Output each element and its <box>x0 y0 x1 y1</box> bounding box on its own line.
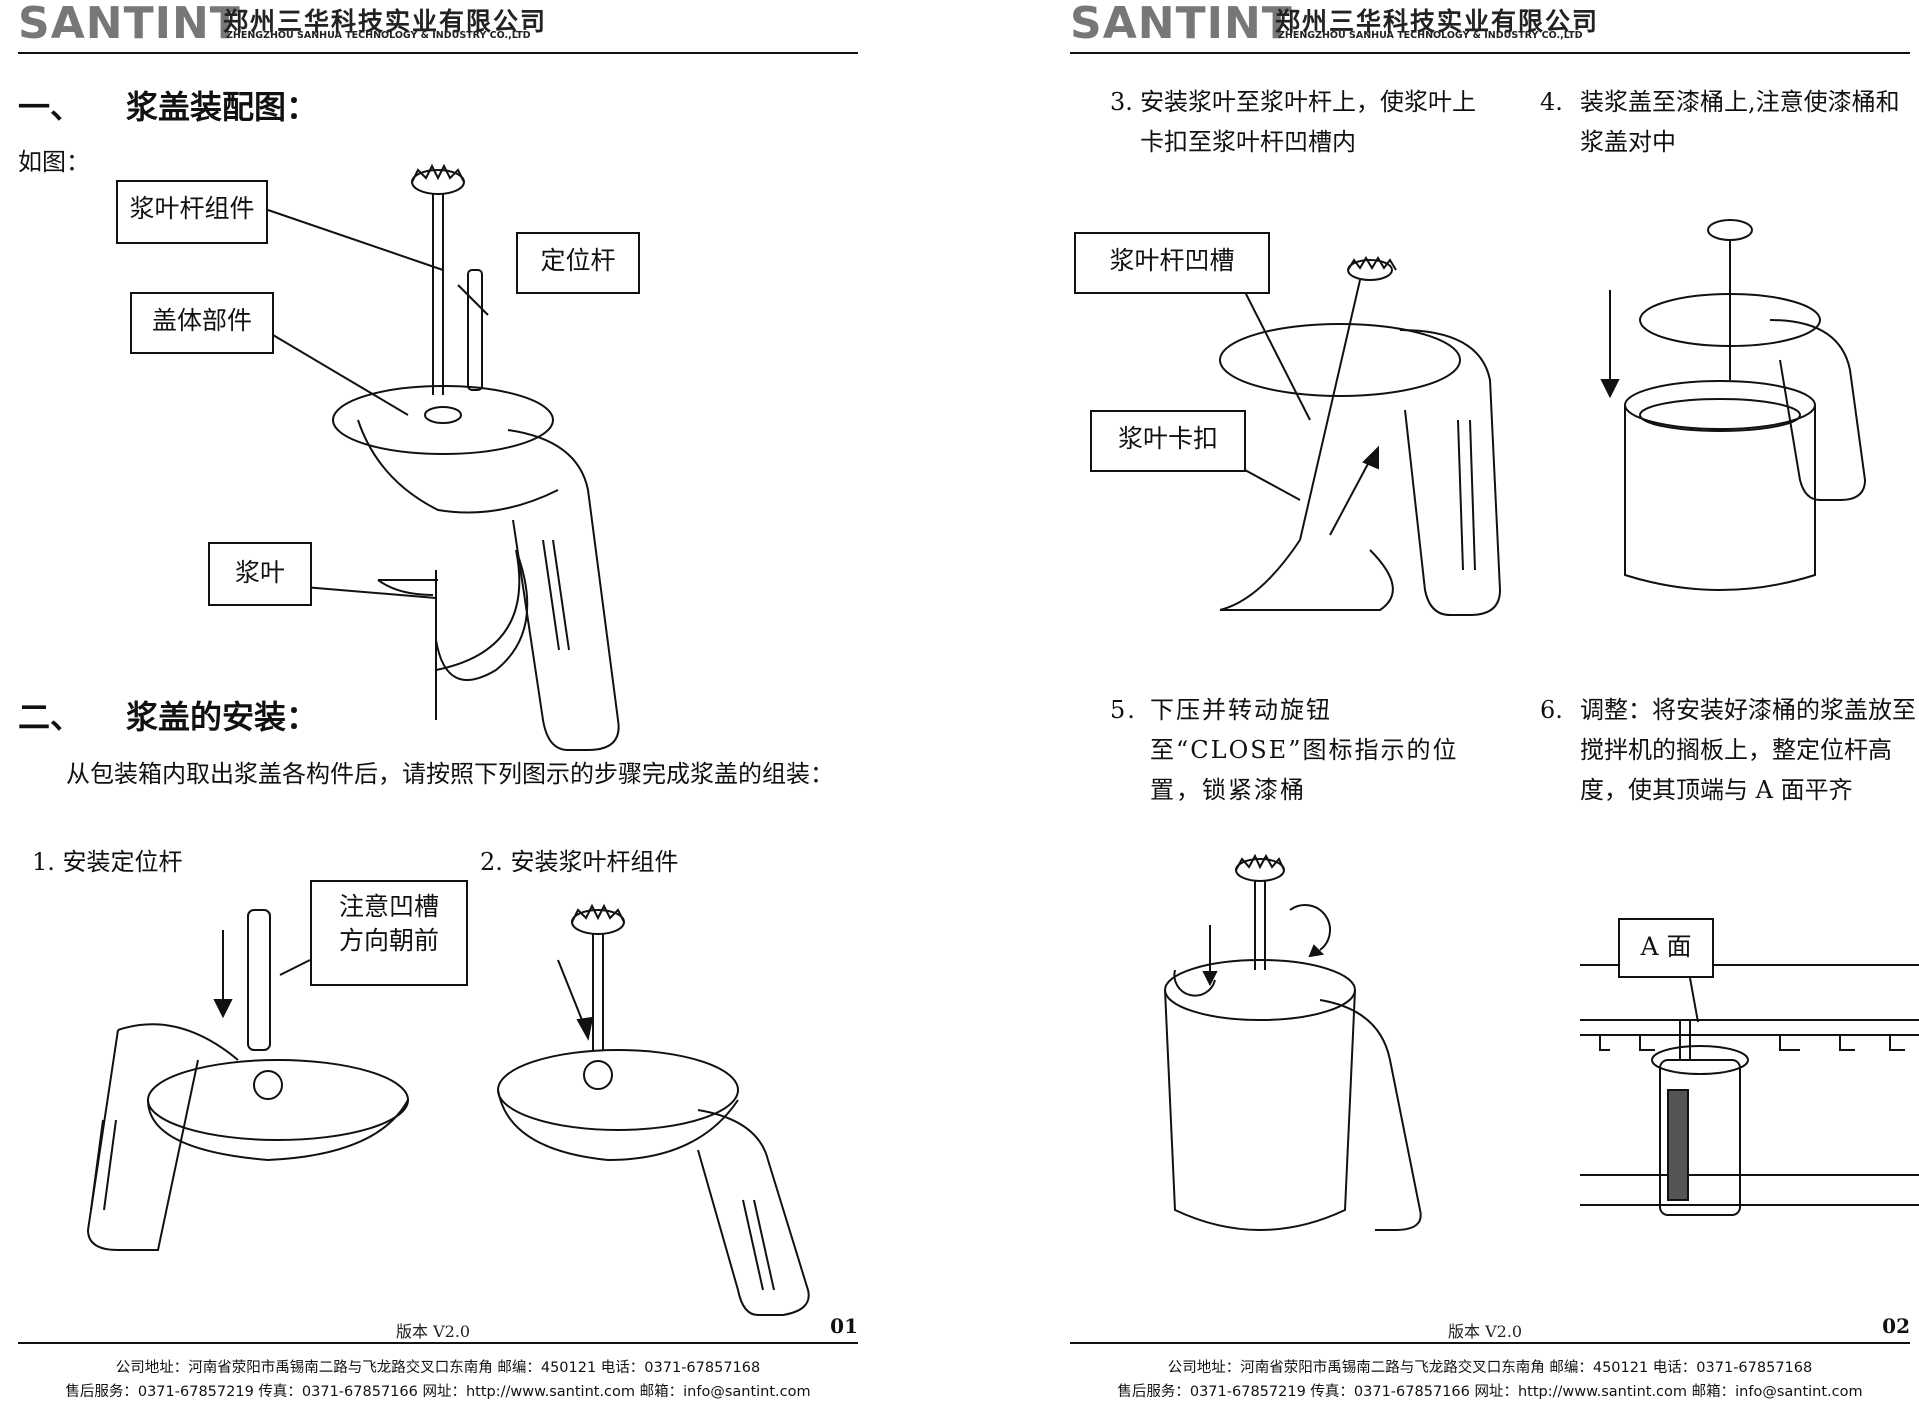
page-number: 02 <box>1882 1314 1910 1338</box>
groove-note-line1: 注意凹槽 <box>338 892 439 921</box>
company-name-cn: 郑州三华科技实业有限公司 <box>1275 7 1600 36</box>
version-label: 版本 V2.0 <box>396 1322 471 1341</box>
footer-address: 公司地址：河南省荥阳市禹锡南二路与飞龙路交叉口东南角 邮编：450121 电话：… <box>1167 1360 1813 1376</box>
page-header: SANTINT 郑州三华科技实业有限公司 ZHENGZHOU SANHUA TE… <box>18 0 858 54</box>
step3-number: 3. <box>1110 88 1133 116</box>
footer-rule <box>1070 1342 1910 1344</box>
step3-text: 3. 安装浆叶至浆叶杆上，使浆叶上卡扣至浆叶杆凹槽内 <box>1110 82 1480 162</box>
step6-illustration <box>1580 960 1919 1260</box>
company-name-en: ZHENGZHOU SANHUA TECHNOLOGY & INDUSTRY C… <box>1278 30 1583 41</box>
label-paddle: 浆叶 <box>208 542 312 606</box>
step5-illustration <box>1160 850 1490 1250</box>
positioning-rod <box>248 910 270 1050</box>
step5-description: 下压并转动旋钮至“CLOSE”图标指示的位置，锁紧漆桶 <box>1150 696 1459 804</box>
label-paddle-rod-assembly: 浆叶杆组件 <box>116 180 268 244</box>
section1-heading: 一、 浆盖装配图： <box>18 82 318 128</box>
section1-number: 一、 <box>18 88 83 126</box>
step1-title: 1. 安装定位杆 <box>32 848 183 876</box>
label-positioning-rod: 定位杆 <box>516 232 640 294</box>
step5-text: 5. 下压并转动旋钮至“CLOSE”图标指示的位置，锁紧漆桶 <box>1110 690 1490 810</box>
footer-service: 售后服务：0371-67857219 传真：0371-67857166 网址：h… <box>1117 1384 1863 1400</box>
step6-text: 6. 调整：将安装好漆桶的浆盖放至搅拌机的搁板上，整定位杆高度，使其顶端与 A … <box>1540 690 1919 810</box>
section2-title: 浆盖的安装： <box>126 698 319 736</box>
step3-description: 安装浆叶至浆叶杆上，使浆叶上卡扣至浆叶杆凹槽内 <box>1140 88 1476 156</box>
step6-description: 调整：将安装好漆桶的浆盖放至搅拌机的搁板上，整定位杆高度，使其顶端与 A 面平齐 <box>1580 696 1916 804</box>
step4-text: 4. 装浆盖至漆桶上,注意使漆桶和浆盖对中 <box>1540 82 1919 162</box>
santint-logo: SANTINT <box>18 0 241 49</box>
step4-illustration <box>1590 210 1890 600</box>
label-a-surface: A 面 <box>1618 918 1714 978</box>
section2-number: 二、 <box>18 698 83 736</box>
section1-title: 浆盖装配图： <box>126 88 319 126</box>
callout-leaders <box>18 0 888 700</box>
step1-illustration <box>78 900 418 1230</box>
label-lid-body: 盖体部件 <box>130 292 274 354</box>
section2-paragraph: 从包装箱内取出浆盖各构件后，请按照下列图示的步骤完成浆盖的组装： <box>66 760 834 788</box>
step3-illustration <box>1120 240 1540 620</box>
version-label: 版本 V2.0 <box>1448 1322 1523 1341</box>
footer-address: 公司地址：河南省荥阳市禹锡南二路与飞龙路交叉口东南角 邮编：450121 电话：… <box>115 1360 761 1376</box>
groove-note-line2: 方向朝前 <box>338 925 439 955</box>
footer-rule <box>18 1342 858 1344</box>
manual-page-02: SANTINT 郑州三华科技实业有限公司 ZHENGZHOU SANHUA TE… <box>1070 0 1919 1414</box>
section2-heading: 二、 浆盖的安装： <box>18 692 318 738</box>
section1-intro: 如图： <box>18 148 90 176</box>
footer-service: 售后服务：0371-67857219 传真：0371-67857166 网址：h… <box>65 1384 811 1400</box>
page-header: SANTINT 郑州三华科技实业有限公司 ZHENGZHOU SANHUA TE… <box>1070 0 1910 54</box>
santint-logo: SANTINT <box>1070 0 1293 49</box>
step5-number: 5. <box>1110 696 1137 724</box>
step3-leaders <box>1070 0 1919 700</box>
manual-page-01: SANTINT 郑州三华科技实业有限公司 ZHENGZHOU SANHUA TE… <box>18 0 888 1414</box>
step2-illustration <box>498 900 828 1320</box>
step4-number: 4. <box>1540 88 1563 116</box>
lid-assembly-illustration <box>278 160 658 660</box>
company-name-en: ZHENGZHOU SANHUA TECHNOLOGY & INDUSTRY C… <box>226 30 531 41</box>
step1-leader <box>18 0 888 1000</box>
step6-number: 6. <box>1540 696 1563 724</box>
step4-description: 装浆盖至漆桶上,注意使漆桶和浆盖对中 <box>1580 88 1900 156</box>
label-paddle-rod-groove: 浆叶杆凹槽 <box>1074 232 1270 294</box>
label-groove-note: 注意凹槽 方向朝前 <box>310 880 468 986</box>
company-name-cn: 郑州三华科技实业有限公司 <box>223 7 548 36</box>
step6-leader <box>1070 0 1919 1100</box>
step2-title: 2. 安装浆叶杆组件 <box>480 848 679 876</box>
label-paddle-clip: 浆叶卡扣 <box>1090 410 1246 472</box>
page-number: 01 <box>830 1314 858 1338</box>
